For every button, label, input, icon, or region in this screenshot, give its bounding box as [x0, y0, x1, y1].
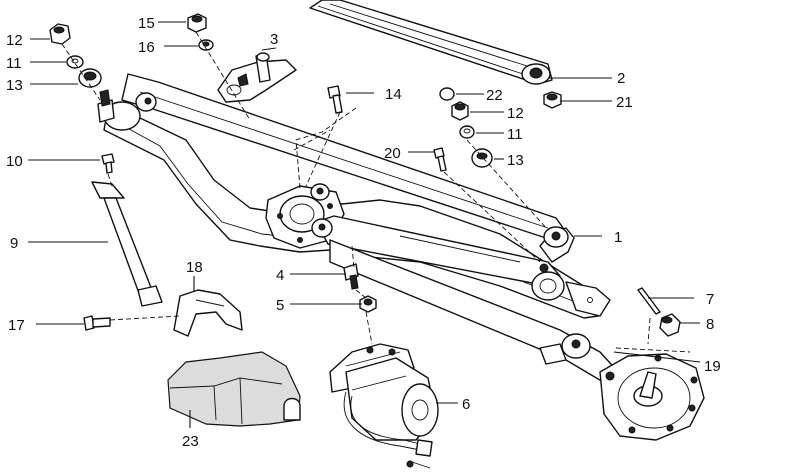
label-3: 3 [270, 31, 278, 48]
part-1-wiper-linkage-frame [97, 73, 621, 387]
part-4-bolt [343, 263, 359, 290]
label-11-right: 11 [507, 126, 523, 143]
part-8-nut [659, 313, 681, 337]
label-9: 9 [10, 235, 18, 252]
part-17-screw [83, 315, 111, 331]
label-12-left: 12 [6, 32, 23, 49]
part-number-labels: 1 2 3 4 5 6 7 8 9 10 11 11 12 12 13 13 1… [6, 15, 721, 450]
part-13-bushing-left [78, 68, 102, 88]
part-15-nut [187, 13, 207, 33]
label-15: 15 [138, 15, 155, 32]
part-9-support-strut [91, 181, 163, 307]
part-18-clip-bracket [173, 289, 243, 337]
part-23-cover [167, 351, 301, 427]
label-2: 2 [617, 70, 625, 87]
label-14: 14 [385, 86, 402, 103]
part-2-wiper-arm [309, 0, 553, 85]
label-21: 21 [616, 94, 633, 111]
label-5: 5 [276, 297, 284, 314]
label-19: 19 [704, 358, 721, 375]
label-11-left: 11 [6, 55, 22, 72]
label-1: 1 [614, 229, 622, 246]
part-14-bolt [327, 85, 343, 114]
label-8: 8 [706, 316, 714, 333]
part-12-nut-left [49, 23, 71, 45]
label-4: 4 [276, 267, 284, 284]
assembly-dashed-lines [61, 31, 691, 353]
label-10: 10 [6, 153, 23, 170]
label-13-right: 13 [507, 152, 524, 169]
label-22: 22 [486, 87, 503, 104]
label-18: 18 [186, 259, 203, 276]
part-19-crank-plate [599, 353, 705, 441]
label-13-left: 13 [6, 77, 23, 94]
label-20: 20 [384, 145, 401, 162]
part-7-pin [637, 287, 661, 315]
label-7: 7 [706, 291, 714, 308]
part-22-cap [439, 87, 455, 101]
label-16: 16 [138, 39, 155, 56]
part-11-washer-right [459, 125, 475, 139]
label-17: 17 [8, 317, 25, 334]
part-11-washer-left [66, 55, 84, 69]
part-3-bracket [217, 52, 297, 103]
part-12-nut-right [451, 101, 469, 121]
part-21-nut [543, 91, 562, 109]
part-10-bolt [101, 153, 115, 174]
label-6: 6 [462, 396, 470, 413]
part-5-nut [359, 295, 377, 313]
label-12-right: 12 [507, 105, 524, 122]
part-6-wiper-motor [329, 343, 439, 469]
leader-lines [28, 21, 701, 428]
part-20-screw [433, 147, 447, 172]
label-23: 23 [182, 433, 199, 450]
